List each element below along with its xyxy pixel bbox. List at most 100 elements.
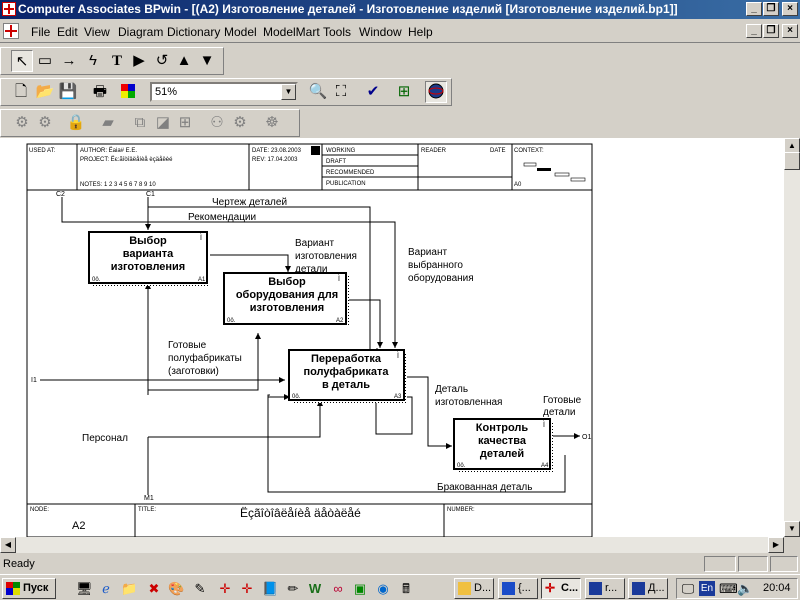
mm-grid-icon[interactable]: ⊞ (178, 114, 192, 131)
task-button-1[interactable]: D... (454, 578, 494, 599)
network-icon[interactable]: ▣ (353, 581, 367, 596)
explorer-icon[interactable]: 📁 (121, 581, 138, 596)
mm-help-icon[interactable]: ☸ (265, 114, 279, 131)
vertical-scrollbar[interactable]: ▲ ▼ (784, 138, 800, 537)
squiggle-tool-icon[interactable]: ϟ (89, 52, 97, 69)
mm-security-icon[interactable]: ◪ (155, 114, 171, 131)
doc-restore-button[interactable]: ❐ (763, 24, 779, 38)
language-indicator[interactable]: En (699, 581, 715, 596)
title-bar[interactable]: Computer Associates BPwin - [(A2) Изгото… (0, 0, 800, 19)
idef0-diagram: USED AT: AUTHOR: Ёаіа# Е.Е. PROJECT: Ёє:… (26, 143, 593, 537)
box-tool-icon[interactable]: ▭ (37, 52, 53, 69)
desktop-icon[interactable]: 🖥 (76, 581, 93, 596)
zoom-in-icon[interactable]: 🔍 (308, 83, 328, 100)
function-box-a3[interactable]: Переработка полуфабриката в деталь A3 0ô… (288, 349, 407, 403)
model-explorer-icon[interactable]: ⊞ (397, 83, 411, 100)
menu-edit[interactable]: Edit (57, 25, 78, 39)
folder-task-icon (458, 582, 471, 595)
doc-minimize-button[interactable]: _ (746, 24, 762, 38)
svg-text:Ì: Ì (397, 351, 399, 360)
task-button-bpwin[interactable]: ✛ C... (541, 578, 581, 599)
print-icon[interactable]: 🖶 (92, 83, 108, 100)
project-label: PROJECT: Ёє:ãîòîâëåíèå èçäåëèé (80, 156, 173, 163)
zoom-dropdown-icon[interactable]: ▼ (281, 84, 296, 100)
start-button[interactable]: Пуск (2, 578, 56, 599)
text-tool-icon[interactable]: T (111, 53, 122, 69)
vertical-scroll-thumb[interactable] (784, 152, 800, 170)
menu-modelmart[interactable]: ModelMart (263, 25, 320, 39)
restore-button[interactable]: ❐ (763, 2, 779, 16)
menu-view[interactable]: View (84, 25, 110, 39)
color-palette-icon[interactable] (117, 81, 139, 103)
keyboard-tray-icon[interactable]: ⌨ (719, 581, 738, 596)
menu-help[interactable]: Help (408, 25, 433, 39)
open-folder-icon[interactable]: 📂 (35, 83, 55, 100)
mm-options-icon[interactable]: ⚙ (233, 114, 247, 131)
go-to-child-icon[interactable]: ▶ (133, 52, 145, 69)
book-icon[interactable]: 📘 (262, 581, 279, 596)
doc-close-button[interactable]: × (782, 24, 798, 38)
notepad-icon[interactable]: ✎ (194, 581, 206, 596)
app-icon[interactable]: ◉ (377, 581, 389, 596)
svg-text:0ô.: 0ô. (457, 463, 466, 469)
document-control-icon[interactable] (3, 23, 19, 39)
close-button[interactable]: × (782, 2, 798, 16)
node-label: NODE: (30, 507, 49, 513)
scroll-left-icon[interactable]: ◀ (0, 537, 16, 553)
modelmart-toolbar: ⚙ ⚙ 🔒 ▰ ⧉ ◪ ⊞ ⚇ ⚙ ☸ (0, 109, 300, 137)
scroll-down-icon[interactable]: ▼ (784, 521, 800, 537)
arrow-semifinished-to-a2 (148, 333, 261, 391)
status-text: Ready (3, 558, 35, 570)
spell-check-icon[interactable]: ✔ (366, 83, 380, 100)
mm-connect-icon[interactable]: ⚙ (15, 114, 29, 131)
go-down-icon[interactable]: ▼ (199, 52, 215, 69)
go-to-parent-icon[interactable]: ↺ (155, 52, 169, 69)
browser-icon[interactable]: ℯ (102, 581, 110, 596)
svg-text:(заготовки): (заготовки) (168, 366, 219, 377)
task-button-word-1[interactable]: r... (585, 578, 625, 599)
scroll-right-icon[interactable]: ▶ (768, 537, 784, 553)
menu-tools[interactable]: Tools (323, 25, 352, 39)
mm-disconnect-icon[interactable]: ⚙ (38, 114, 52, 131)
volume-tray-icon[interactable]: 🔈 (737, 581, 754, 596)
menu-dictionary[interactable]: Dictionary (167, 25, 221, 39)
svg-text:Ì: Ì (200, 233, 202, 242)
calc-icon[interactable]: 🖩 (402, 581, 410, 596)
arrow-tool-icon[interactable]: → (61, 52, 77, 69)
mm-merge-icon[interactable]: ⧉ (134, 114, 146, 131)
minimize-button[interactable]: _ (746, 2, 762, 16)
mm-lock-icon[interactable]: 🔒 (66, 114, 86, 131)
pointer-tool-icon[interactable]: ↖ (11, 50, 33, 72)
function-box-a4[interactable]: Контроль качества деталей A4 0ô. Ì (453, 418, 553, 472)
save-icon[interactable]: 💾 (58, 83, 78, 100)
diagram-workspace[interactable]: USED AT: AUTHOR: Ёаіа# Е.Е. PROJECT: Ёє:… (0, 138, 784, 537)
mm-library-icon[interactable]: ▰ (102, 114, 114, 131)
menu-bar: File Edit View Diagram Dictionary Model … (0, 21, 800, 43)
monitor-tray-icon[interactable]: 🖵 (681, 581, 695, 596)
word-icon[interactable]: W (308, 581, 322, 596)
function-box-a1[interactable]: Выбор варианта изготовления A1 0ô. Ì (88, 231, 210, 286)
zoom-combo[interactable]: 51% ▼ (150, 82, 298, 102)
tool-icon[interactable]: ✖ (148, 581, 160, 596)
menu-file[interactable]: File (31, 25, 51, 39)
menu-diagram[interactable]: Diagram (118, 25, 164, 39)
bpwin-quick-icon[interactable]: ✛ (219, 581, 231, 596)
media-icon[interactable]: ∞ (333, 581, 343, 596)
zoom-fit-icon[interactable]: ⛶ (335, 83, 347, 100)
zoom-value: 51% (155, 86, 178, 98)
new-file-icon[interactable]: 🗋 (14, 83, 28, 100)
go-up-icon[interactable]: ▲ (176, 52, 192, 69)
horizontal-scrollbar[interactable]: ◀ ▶ (0, 537, 784, 553)
model-globe-icon[interactable] (425, 81, 447, 103)
menu-model[interactable]: Model (224, 25, 257, 39)
function-box-a2[interactable]: Выбор оборудования для изготовления A2 0… (223, 272, 349, 327)
svg-text:детали: детали (543, 407, 576, 418)
pencil-icon[interactable]: ✏ (287, 581, 299, 596)
task-button-word-2[interactable]: Д... (628, 578, 668, 599)
bpwin-app-icon[interactable] (2, 2, 16, 16)
task-button-2[interactable]: {... (498, 578, 538, 599)
bpwin-alt-icon[interactable]: ✛ (241, 581, 253, 596)
menu-window[interactable]: Window (359, 25, 402, 39)
mm-users-icon[interactable]: ⚇ (210, 114, 224, 131)
paint-icon[interactable]: 🎨 (168, 581, 185, 596)
